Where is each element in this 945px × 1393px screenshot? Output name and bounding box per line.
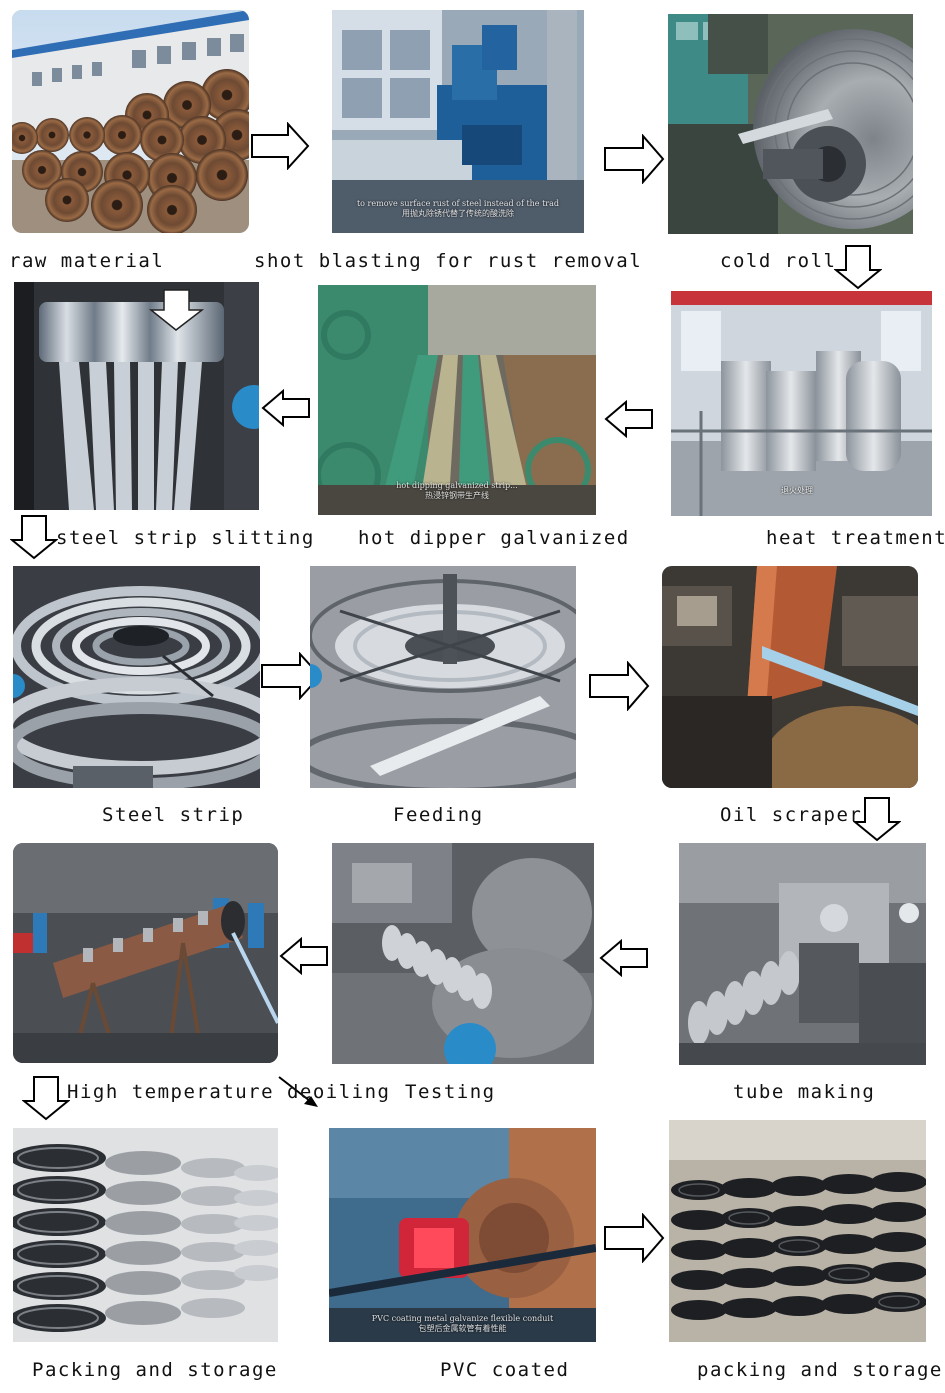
arrow-down-1 — [834, 244, 882, 290]
arrow-diagonal — [276, 1074, 320, 1110]
photo-feeding — [310, 566, 576, 788]
arrow-right-5 — [603, 1213, 665, 1263]
photo-pvc-coated: PVC coating metal galvanize flexible con… — [329, 1128, 596, 1342]
arrow-left-1 — [261, 389, 311, 427]
photo-packing-and-storage-2 — [669, 1120, 926, 1342]
photo-cold-roll — [668, 14, 913, 234]
photo-hot-dipper-galvanized: hot dipping galvanized strip...热浸锌钢带生产线 — [318, 285, 596, 515]
photo-high-temperature-deoiling — [13, 843, 278, 1063]
label-steel-strip: Steel strip — [102, 804, 245, 826]
photo-steel-strip-slitting — [14, 282, 259, 510]
photo-heat-treatment: 退火处理 — [671, 291, 932, 516]
photo-testing — [332, 843, 594, 1064]
photo-raw-material — [12, 10, 249, 233]
arrow-left-3 — [279, 937, 329, 975]
arrow-left-2 — [604, 400, 654, 438]
label-steel-strip-slitting: steel strip slitting — [56, 527, 315, 549]
label-raw-material: raw material — [9, 250, 165, 272]
photo-packing-and-storage-1 — [13, 1128, 278, 1342]
arrow-right-2 — [603, 134, 665, 184]
arrow-right-1 — [250, 122, 310, 170]
label-packing-and-storage-2: packing and storage — [697, 1359, 943, 1381]
label-pvc-coated: PVC coated — [440, 1359, 570, 1381]
label-packing-and-storage-1: Packing and storage — [32, 1359, 278, 1381]
arrow-right-4 — [588, 661, 650, 711]
photo-shot-blasting: to remove surface rust of steel instead … — [332, 10, 584, 233]
arrow-down-2 — [10, 514, 58, 560]
label-hot-dipper-galvanized: hot dipper galvanized — [358, 527, 630, 549]
arrow-left-4 — [599, 939, 649, 977]
photo-tube-making — [679, 843, 926, 1065]
arrow-down-4 — [22, 1075, 70, 1121]
photo-oil-scraper — [662, 566, 918, 788]
label-heat-treatment: heat treatment — [766, 527, 945, 549]
label-tube-making: tube making — [733, 1081, 876, 1103]
photo-caption: PVC coating metal galvanize flexible con… — [371, 1314, 554, 1333]
label-feeding: Feeding — [393, 804, 484, 826]
photo-steel-strip — [13, 566, 260, 788]
photo-caption: to remove surface rust of steel instead … — [356, 199, 560, 218]
label-high-temperature-deoiling: High temperature deoiling — [67, 1081, 391, 1103]
label-cold-roll: cold roll — [720, 250, 837, 272]
arrow-down-3 — [853, 796, 901, 842]
label-shot-blasting: shot blasting for rust removal — [254, 250, 643, 272]
label-oil-scraper: Oil scraper — [720, 804, 863, 826]
label-testing: Testing — [405, 1081, 496, 1103]
photo-caption: 退火处理 — [781, 486, 813, 495]
photo-caption: hot dipping galvanized strip...热浸锌钢带生产线 — [396, 481, 518, 500]
